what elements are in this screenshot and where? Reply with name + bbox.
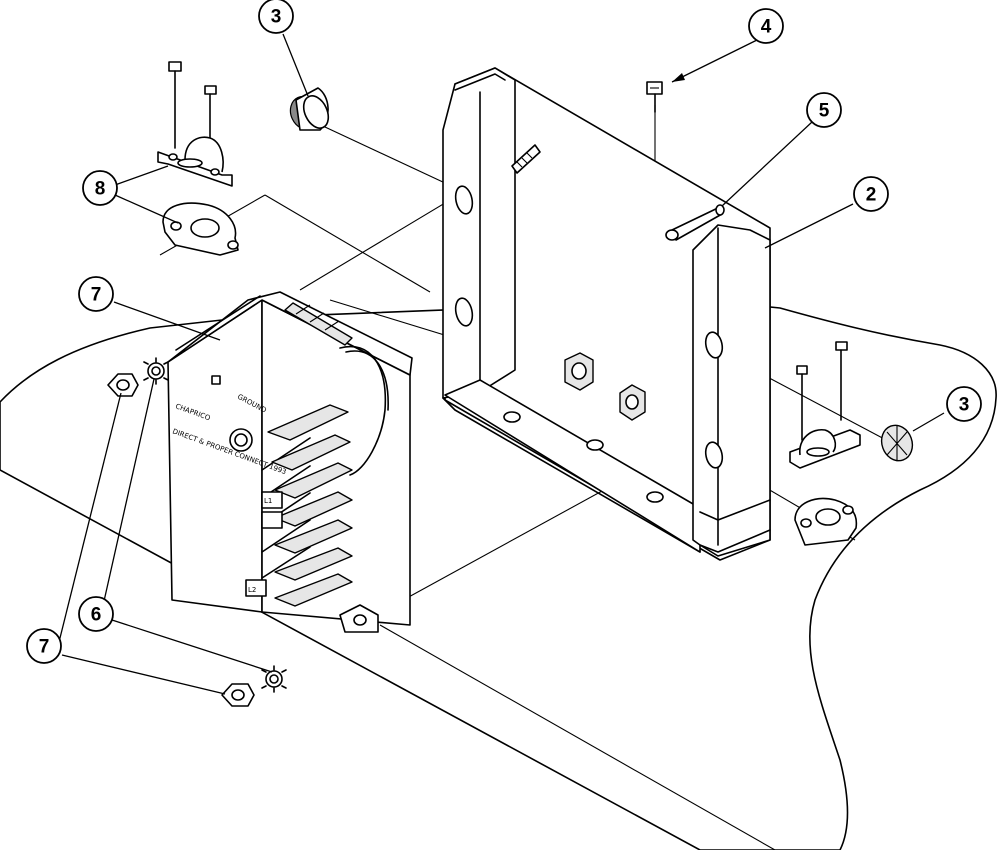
callout-number: 7 — [39, 637, 50, 658]
callout-number: 6 — [91, 605, 102, 626]
terminal-l1-label: L1 — [264, 497, 272, 505]
callout-c7: 3 — [946, 386, 982, 422]
callout-c5: 8 — [82, 170, 118, 206]
callout-number: 8 — [95, 179, 106, 200]
plug-lower — [880, 424, 914, 462]
lock-washer-upper — [143, 357, 169, 385]
lock-washer-lower — [261, 665, 287, 693]
callout-c8: 6 — [78, 596, 114, 632]
callout-c6: 7 — [78, 276, 114, 312]
terminal-l2-label: L2 — [248, 586, 256, 594]
castle-nut-1 — [564, 352, 594, 391]
callout-c1: 3 — [258, 0, 294, 34]
callout-number: 3 — [271, 7, 282, 28]
callout-number: 3 — [959, 395, 970, 416]
hex-nut-upper — [107, 373, 139, 397]
left-clamp-assembly — [157, 61, 239, 256]
leader-lines — [58, 33, 945, 695]
threaded-stud — [511, 144, 541, 174]
callout-c2: 4 — [748, 8, 784, 44]
callout-number: 4 — [761, 17, 772, 38]
switch-body: CHAPRICO GROUND DIRECT & PROPER CONNECT … — [167, 291, 413, 633]
callout-c4: 2 — [853, 176, 889, 212]
callout-number: 2 — [866, 185, 877, 206]
mounting-bracket — [442, 67, 771, 561]
callout-c3: 5 — [806, 92, 842, 128]
right-clamp-assembly — [789, 341, 861, 546]
castle-nut-2 — [619, 384, 646, 421]
hex-nut-lower — [221, 683, 255, 707]
switch-terminals: L1 L2 — [245, 404, 353, 607]
screw-4 — [646, 81, 663, 113]
callout-number: 7 — [91, 285, 102, 306]
callout-c9: 7 — [26, 628, 62, 664]
callout-number: 5 — [819, 101, 830, 122]
plug-upper — [289, 87, 330, 131]
